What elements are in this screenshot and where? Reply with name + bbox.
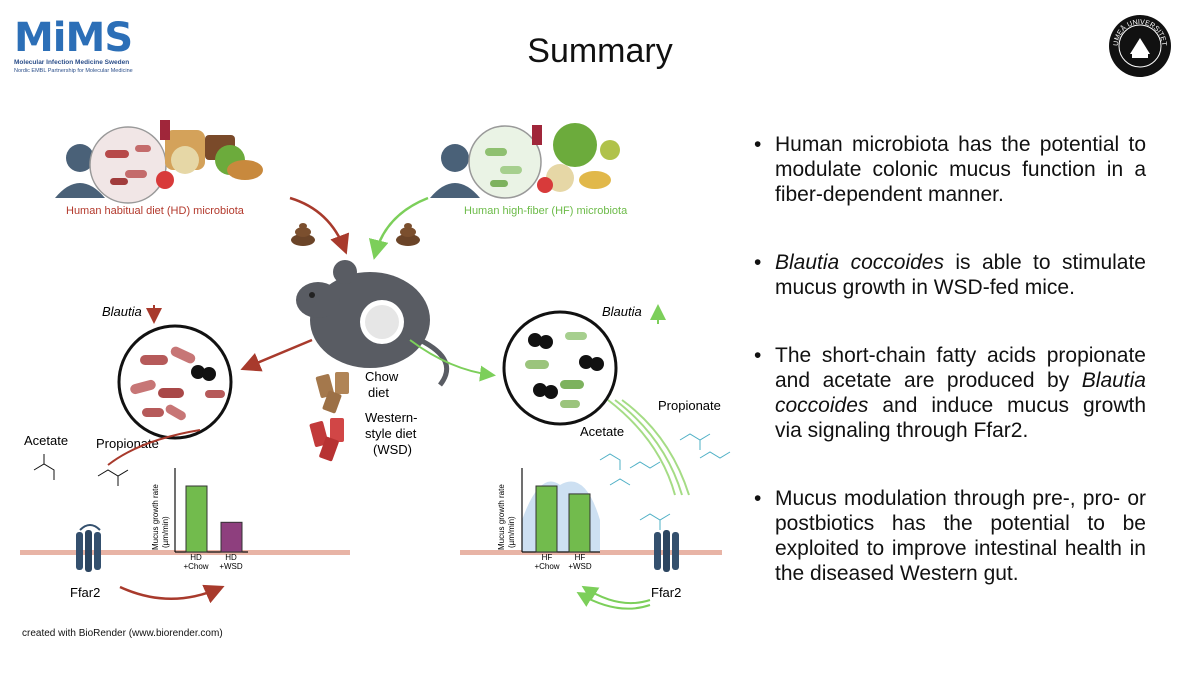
hd-to-mouse-arrow [289, 196, 350, 255]
chow-diet-icon [315, 372, 349, 414]
gut-to-scfa-arrow-left [107, 429, 201, 466]
propionate-label-right: Propionate [658, 398, 721, 413]
bullet-4: Mucus modulation through pre-, pro- or p… [750, 486, 1146, 586]
bullet-4-text: Mucus modulation through pre-, pro- or p… [775, 487, 1146, 585]
right-chart-tick-2b: +WSD [568, 562, 592, 571]
logo-subtitle-secondary: Nordic EMBL Partnership for Molecular Me… [14, 68, 133, 74]
hd-gut-microbiota-icon [117, 324, 233, 440]
ffar2-label-left: Ffar2 [70, 585, 100, 600]
bullet-2: Blautia coccoides is able to stimulate m… [750, 250, 1146, 300]
hd-person-icon [55, 144, 105, 198]
poop-icon-right [396, 223, 420, 246]
bullet-2-italic: Blautia coccoides [775, 251, 944, 274]
right-chart-ylabel-1: Mucus growth rate [497, 484, 506, 550]
wsd-label-line1: Western- [365, 410, 418, 425]
left-chart-tick-1a: HD [190, 553, 202, 562]
mouse-to-hd-gut-arrow [240, 338, 313, 372]
hf-food-icon [532, 123, 620, 193]
hd-food-icon [156, 120, 263, 189]
hd-microbiota-circle-icon [89, 126, 167, 204]
hf-microbiota-circle-icon [468, 125, 542, 199]
logo-subtitle: Molecular Infection Medicine Sweden [14, 59, 130, 66]
left-bar-chart: Mucus growth rate (µm/min) HD +Chow HD +… [151, 468, 248, 571]
right-chart-tick-1a: HF [542, 553, 553, 562]
ffar2-label-right: Ffar2 [651, 585, 681, 600]
bullet-3-text-after: and induce mucus growth via signaling th… [775, 394, 1146, 442]
acetate-label-left: Acetate [24, 433, 68, 448]
umea-university-seal: UMEÅ UNIVERSITET [1109, 15, 1171, 77]
bar-hf-chow [535, 485, 558, 553]
blautia-label-right: Blautia [602, 304, 642, 319]
ffar2-signal-arrow-left [119, 584, 225, 604]
scfa-molecules-right [599, 433, 731, 530]
bullet-3-text-before: The short-chain fatty acids propionate a… [775, 344, 1146, 392]
bar-hd-chow [185, 485, 208, 553]
hf-person-icon [430, 144, 480, 198]
right-chart-ylabel-2: (µm/min) [507, 516, 516, 548]
left-chart-ylabel-1: Mucus growth rate [151, 484, 160, 550]
hf-gut-microbiota-icon [502, 310, 618, 426]
propionate-label-left: Propionate [96, 436, 159, 451]
chow-label-line1: Chow [365, 369, 399, 384]
acetate-structure-left [33, 454, 55, 480]
bullet-3-italic: Blautia coccoides [775, 369, 1146, 417]
ffar2-receptor-left-icon [76, 524, 101, 572]
blautia-label-left: Blautia [102, 304, 142, 319]
footer-credit: created with BioRender (www.biorender.co… [22, 628, 223, 639]
bullet-1-text: Human microbiota has the potential to mo… [775, 133, 1146, 206]
left-chart-tick-1b: +Chow [183, 562, 208, 571]
left-chart-tick-2a: HD [225, 553, 237, 562]
mims-logo: MiMS [14, 15, 133, 61]
hf-to-mouse-arrow [368, 196, 429, 260]
ffar2-receptor-right-icon [654, 530, 679, 572]
bullet-1: Human microbiota has the potential to mo… [750, 132, 1146, 207]
acetate-label-right: Acetate [580, 424, 624, 439]
wsd-label-line2: style diet [365, 426, 417, 441]
wsd-diet-icon [309, 418, 344, 462]
wsd-label-line3: (WSD) [373, 442, 412, 457]
right-chart-tick-2a: HF [575, 553, 586, 562]
summary-bullets: Human microbiota has the potential to mo… [750, 132, 1146, 629]
gut-to-scfa-arrows-right [607, 399, 690, 496]
bar-hd-wsd [220, 521, 243, 553]
bar-hf-wsd [568, 493, 591, 553]
mouse-icon [296, 260, 450, 387]
right-bar-chart: Mucus growth rate (µm/min) HF +Chow HF +… [497, 468, 600, 571]
hd-label: Human habitual diet (HD) microbiota [66, 205, 245, 217]
summary-diagram: Human habitual diet (HD) microbiota Huma… [20, 120, 731, 610]
ffar2-signal-arrows-right [576, 585, 651, 610]
poop-icon-left [291, 223, 315, 246]
slide-title: Summary [527, 32, 673, 70]
chow-label-line2: diet [368, 385, 389, 400]
bullet-3: The short-chain fatty acids propionate a… [750, 343, 1146, 443]
hf-label: Human high-fiber (HF) microbiota [464, 205, 628, 217]
left-chart-ylabel-2: (µm/min) [161, 516, 170, 548]
mouse-to-hf-gut-arrow [409, 339, 496, 382]
bullet-2-text: is able to stimulate mucus growth in WSD… [775, 251, 1146, 299]
left-chart-tick-2b: +WSD [219, 562, 243, 571]
right-chart-tick-1b: +Chow [534, 562, 559, 571]
propionate-structure-left [97, 469, 129, 486]
